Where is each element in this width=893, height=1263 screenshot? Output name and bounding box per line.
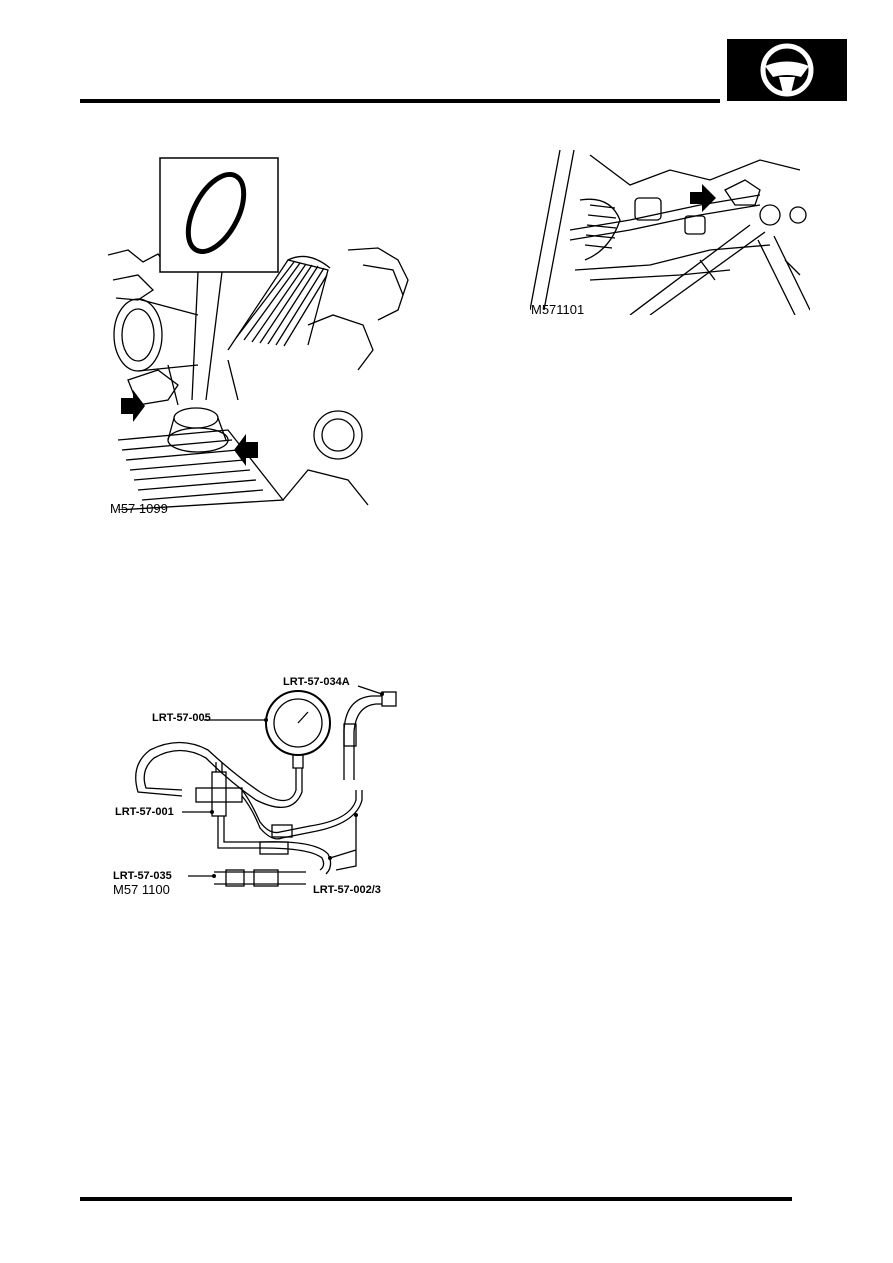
arrow-icon: [234, 434, 258, 466]
callout-gauge: LRT-57-005: [152, 712, 211, 724]
callout-adapter-top: LRT-57-034A: [283, 676, 350, 688]
figure-intake-hose: [108, 150, 413, 510]
figure-pressure-test-kit: [110, 670, 410, 900]
figure-caption: M57 1100: [113, 882, 170, 897]
figure-caption: M571101: [531, 302, 585, 317]
callout-hoses: LRT-57-002/3: [313, 884, 381, 896]
header-rule: [80, 99, 720, 103]
hose-union-illustration: [530, 150, 810, 315]
intake-hose-illustration: [108, 157, 409, 510]
arrow-icon: [690, 184, 716, 212]
callout-adapter-bottom: LRT-57-035: [113, 870, 172, 882]
steering-wheel-icon: [760, 43, 814, 97]
pressure-test-kit-illustration: [135, 685, 397, 887]
footer-rule: [80, 1197, 792, 1201]
callout-tee: LRT-57-001: [115, 806, 174, 818]
arrow-icon: [121, 390, 145, 422]
figure-caption: M57 1099: [110, 501, 168, 516]
figure-hose-union: [530, 150, 810, 315]
section-badge: [727, 39, 847, 101]
